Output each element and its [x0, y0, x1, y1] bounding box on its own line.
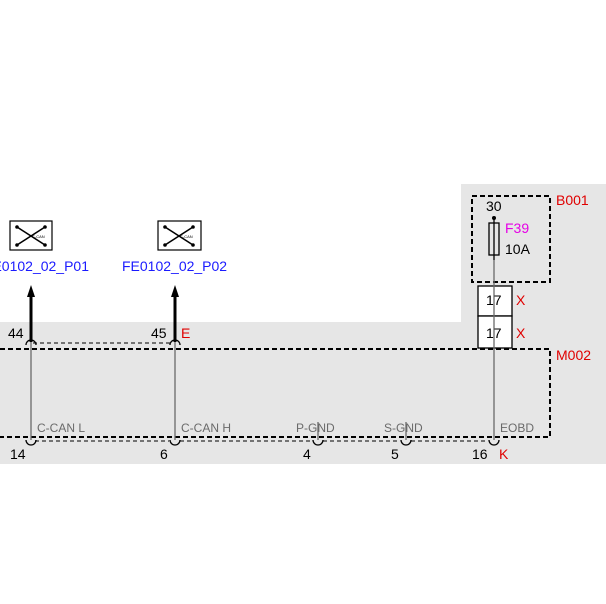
- connector-code-lower: X: [516, 325, 526, 341]
- pin-number-16: 16: [472, 446, 488, 462]
- signal-label-c-can-l: C-CAN L: [37, 421, 85, 435]
- link-arrow-1-head: [27, 285, 35, 297]
- pin-arc-45: [169, 339, 181, 346]
- signal-label-p-gnd: P-GND: [296, 421, 335, 435]
- pin-arc-44: [25, 339, 37, 346]
- fuse-box-boundary: [471, 195, 551, 283]
- fuse-terminal-number: 30: [486, 198, 502, 214]
- link-label-p02[interactable]: FE0102_02_P02: [122, 258, 227, 274]
- pin-arc-16: [488, 439, 500, 446]
- pin-number-44: 44: [8, 325, 24, 341]
- module-id: M002: [556, 347, 591, 363]
- pin-number-45: 45: [151, 325, 167, 341]
- c-can-network-icon[interactable]: C-CAN: [9, 220, 53, 251]
- connector-pin-lower: 17: [486, 325, 502, 341]
- module-boundary: [0, 348, 551, 438]
- connector-box-lower: [477, 315, 513, 349]
- connector-pin-upper: 17: [486, 292, 502, 308]
- fuse-id: F39: [505, 220, 529, 236]
- fuse-terminal-dot: [492, 216, 496, 220]
- icon-text: C-CAN: [32, 234, 45, 239]
- pin-arc-6: [169, 439, 181, 446]
- pin-code-16: K: [499, 446, 509, 462]
- signal-label-s-gnd: S-GND: [384, 421, 423, 435]
- pin-number-5: 5: [391, 446, 399, 462]
- connector-code-upper: X: [516, 292, 526, 308]
- c-can-network-icon[interactable]: C-CAN: [157, 220, 202, 251]
- pin-arc-5: [400, 439, 412, 446]
- signal-label-c-can-h: C-CAN H: [181, 421, 231, 435]
- fuse-box-id: B001: [556, 192, 589, 208]
- fuse-rating: 10A: [505, 241, 531, 257]
- link-arrow-2-head: [171, 285, 179, 297]
- link-label-p01[interactable]: FE0102_02_P01: [0, 258, 89, 274]
- pin-number-6: 6: [160, 446, 168, 462]
- icon-text: C-CAN: [180, 234, 193, 239]
- pin-number-4: 4: [303, 446, 311, 462]
- pin-arc-14: [25, 439, 37, 446]
- pin-number-14: 14: [10, 446, 26, 462]
- pin-code-45: E: [181, 325, 190, 341]
- signal-label-eobd: EOBD: [500, 421, 534, 435]
- pin-arc-4: [312, 439, 324, 446]
